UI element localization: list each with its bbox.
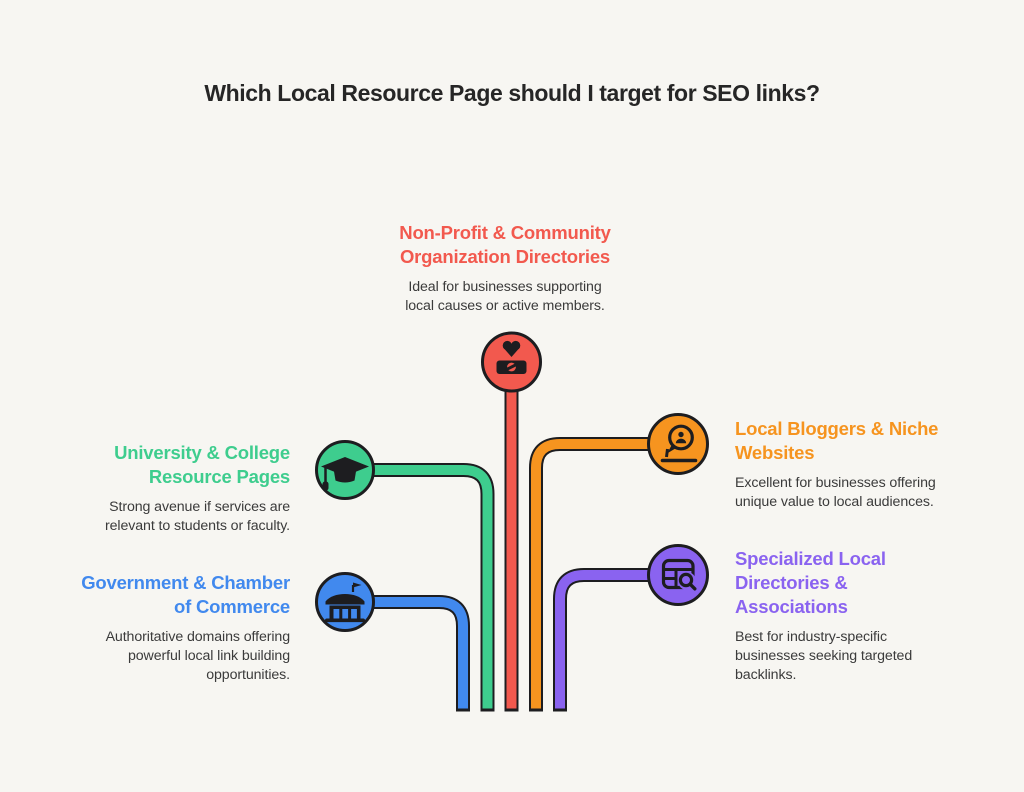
graduation-cap-icon xyxy=(321,457,369,491)
branch-bloggers-text: Local Bloggers & Niche Websites Excellen… xyxy=(735,417,985,512)
directory-search-icon xyxy=(661,558,697,591)
branch-government-text: Government & Chamber of Commerce Authori… xyxy=(30,571,290,685)
tube-bloggers xyxy=(531,439,678,709)
branch-specialized-description: Best for industry-specific businesses se… xyxy=(735,629,913,683)
branch-government-title: Government & Chamber of Commerce xyxy=(81,572,290,617)
branch-nonprofit-description: Ideal for businesses supporting local ca… xyxy=(405,279,605,314)
branch-university-text: University & College Resource Pages Stro… xyxy=(40,441,290,536)
branch-university-title: University & College Resource Pages xyxy=(114,442,290,487)
tube-government xyxy=(345,597,468,709)
branch-bloggers-title: Local Bloggers & Niche Websites xyxy=(735,418,939,463)
tube-specialized xyxy=(555,570,678,709)
branch-university-description: Strong avenue if services are relevant t… xyxy=(104,499,290,534)
branch-bloggers-description: Excellent for businesses offering unique… xyxy=(735,475,936,510)
branch-nonprofit-text: Non-Profit & Community Organization Dire… xyxy=(325,221,685,316)
tubes xyxy=(345,365,678,712)
blogger-laptop-icon xyxy=(660,424,698,463)
branch-specialized-title: Specialized Local Directories & Associat… xyxy=(735,548,886,617)
tube-university xyxy=(345,465,493,709)
branch-government-description: Authoritative domains offering powerful … xyxy=(105,629,291,683)
circle-specialized xyxy=(647,544,709,606)
branch-specialized-text: Specialized Local Directories & Associat… xyxy=(735,547,975,685)
heart-handshake-icon xyxy=(496,340,527,374)
government-building-icon xyxy=(325,582,365,623)
branch-nonprofit-title: Non-Profit & Community Organization Dire… xyxy=(399,222,611,267)
circle-bloggers xyxy=(647,413,709,475)
page-title: Which Local Resource Page should I targe… xyxy=(204,80,820,106)
